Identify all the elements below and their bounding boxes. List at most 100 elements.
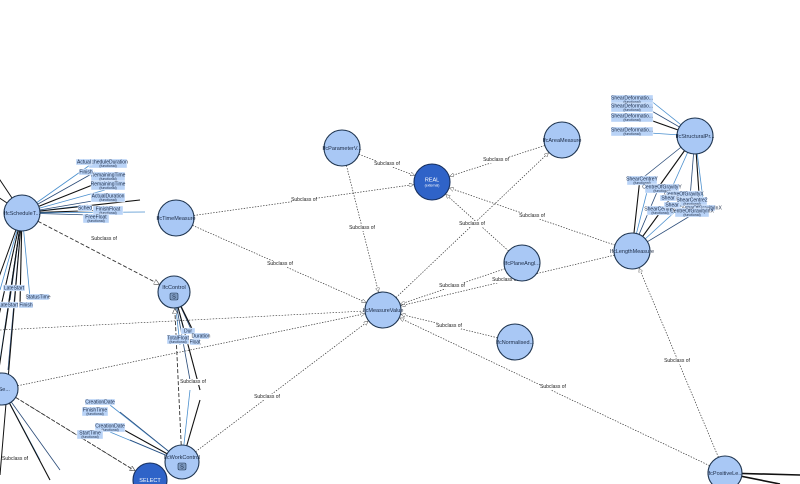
attribute-box[interactable]: ActualDuration(functional) <box>90 192 126 203</box>
attribute-label: ScheduleDuration <box>88 160 128 166</box>
attribute-box[interactable]: ShearCentreZ(functional) <box>644 205 676 216</box>
class-node-positive[interactable]: IfcPositiveLe... <box>707 455 743 484</box>
attribute-label: Actual <box>77 160 91 166</box>
attribute-label: Finish <box>19 303 33 309</box>
attribute-edge <box>1 388 61 471</box>
node-label: IfcScheduleT... <box>4 211 41 217</box>
edge-label-bg <box>255 394 279 400</box>
attribute-box[interactable]: Float <box>189 338 201 346</box>
subclass-edge[interactable] <box>15 396 135 470</box>
subclass-edge[interactable] <box>37 220 159 284</box>
attribute-label: CreationDate <box>95 424 125 430</box>
edge-label-bg <box>484 157 508 163</box>
attribute-box-bg <box>78 168 94 176</box>
edge-label: Subclass of <box>180 379 206 385</box>
subclass-edge[interactable] <box>195 321 368 453</box>
edge-label: Subclass of <box>91 236 117 242</box>
attribute-box[interactable]: TotalFloat(functional) <box>166 334 189 344</box>
attribute-sublabel: (functional) <box>86 412 103 416</box>
node-circle <box>364 291 402 329</box>
selection-badge-icon: S <box>177 462 187 471</box>
attribute-sublabel: (functional) <box>169 340 186 344</box>
attribute-box[interactable]: StartTime(functional) <box>76 429 104 439</box>
attribute-box-bg <box>646 205 674 216</box>
attribute-box[interactable]: Actual <box>75 158 93 166</box>
class-node-leftse[interactable]: ...Se... <box>0 372 19 406</box>
attribute-box[interactable]: Finish <box>18 301 34 309</box>
node-label: IfcPlaneAngl... <box>504 261 540 267</box>
attribute-box[interactable]: FinishTime(functional) <box>81 406 109 416</box>
attribute-box[interactable]: StatusTime <box>25 293 51 301</box>
subclass-edge[interactable] <box>400 318 710 467</box>
edge-label: Subclass of <box>254 394 280 400</box>
node-circle <box>157 199 195 237</box>
class-node-struct[interactable]: IfcStructuralPr... <box>675 117 715 155</box>
attribute-box[interactable]: Shear <box>659 194 677 202</box>
subclass-edge[interactable] <box>401 314 498 339</box>
class-node-select[interactable]: SELECT <box>132 462 168 484</box>
class-node-measure[interactable]: IfcMeasureValue <box>363 291 404 329</box>
attribute-label: StartTime <box>79 431 101 437</box>
subclass-edge[interactable] <box>15 397 135 470</box>
node-label: IfcMeasureValue <box>363 308 404 314</box>
attribute-label: FinishTime <box>83 408 107 414</box>
attribute-label: ShearDeformatio... <box>611 96 653 102</box>
attribute-label: FinishFloat <box>96 207 121 213</box>
attribute-box[interactable]: Sched <box>77 204 92 212</box>
attribute-box-bg <box>90 192 126 203</box>
attribute-box[interactable]: LateStart <box>2 284 26 292</box>
attribute-box[interactable]: FreeFloat(functional) <box>82 213 110 224</box>
class-node-schedule[interactable]: IfcScheduleT... <box>3 194 41 232</box>
attribute-box[interactable]: Finish <box>78 168 94 176</box>
attribute-box[interactable]: ShearDeformatio...(functional) <box>610 102 654 113</box>
node-label: IfcStructuralPr... <box>675 134 715 140</box>
class-node-length[interactable]: IfcLengthMeasure <box>610 232 654 270</box>
subclass-edge[interactable] <box>639 269 719 458</box>
attribute-box[interactable]: RemainingTime(functional) <box>91 171 126 182</box>
attribute-box[interactable]: LateStart <box>0 301 19 309</box>
node-layer: IfcScheduleT... IfcTimeMeasureIfcControlS… <box>0 117 743 484</box>
class-node-param[interactable]: IfcParameterV... <box>322 129 362 167</box>
class-node-time[interactable]: IfcTimeMeasure <box>156 199 196 237</box>
subclass-edge[interactable] <box>17 314 365 387</box>
attribute-box-bg <box>610 126 654 137</box>
attribute-edge <box>0 212 23 276</box>
attribute-box[interactable]: Shear <box>663 201 681 209</box>
attribute-edge <box>0 310 366 331</box>
subclass-edge[interactable] <box>193 185 413 216</box>
attribute-box-bg <box>189 338 201 346</box>
attribute-box-bg <box>644 183 680 194</box>
attribute-box[interactable]: RemainingTime(functional) <box>90 180 126 191</box>
attribute-box[interactable]: ShearDeformatio...(functional) <box>610 112 654 123</box>
attribute-sublabel: (functional) <box>683 213 700 217</box>
class-node-real[interactable]: REAL(external) <box>413 163 451 201</box>
attribute-box[interactable]: Duration <box>192 332 211 340</box>
attribute-box[interactable]: ShearDeformatio...(functional) <box>610 126 654 137</box>
edge-label: Subclass of <box>267 261 293 267</box>
attribute-box[interactable]: ScheduleDuration(functional) <box>88 158 128 169</box>
subclass-edge[interactable] <box>175 309 182 446</box>
attribute-sublabel: (functional) <box>623 108 640 112</box>
attribute-box[interactable]: CentreOfGravityInX(functional) <box>670 207 714 218</box>
attribute-sublabel: (functional) <box>683 202 700 206</box>
attribute-sublabel: (functional) <box>623 118 640 122</box>
attribute-box[interactable]: ShearCentreY(functional) <box>626 175 659 186</box>
attribute-box[interactable]: CentreOfGravityY(functional) <box>642 183 682 194</box>
edge-label: Subclass of <box>519 213 545 219</box>
attribute-box-bg <box>659 194 677 202</box>
class-node-plane[interactable]: IfcPlaneAngl... <box>503 244 541 282</box>
node-label: IfcNormalised... <box>496 340 535 346</box>
attribute-box[interactable]: CreationDate(functional) <box>94 422 126 432</box>
subclass-edge[interactable] <box>192 224 365 302</box>
class-node-area[interactable]: IfcAreaMeasure <box>543 121 582 159</box>
class-node-normalised[interactable]: IfcNormalised... <box>496 323 535 361</box>
node-circle <box>613 232 651 270</box>
attribute-label: ShearDeformatio... <box>611 128 653 134</box>
attribute-box[interactable]: Dur <box>180 327 196 335</box>
attribute-box[interactable]: CreationDate <box>84 398 116 406</box>
attribute-box-bg <box>90 180 126 191</box>
